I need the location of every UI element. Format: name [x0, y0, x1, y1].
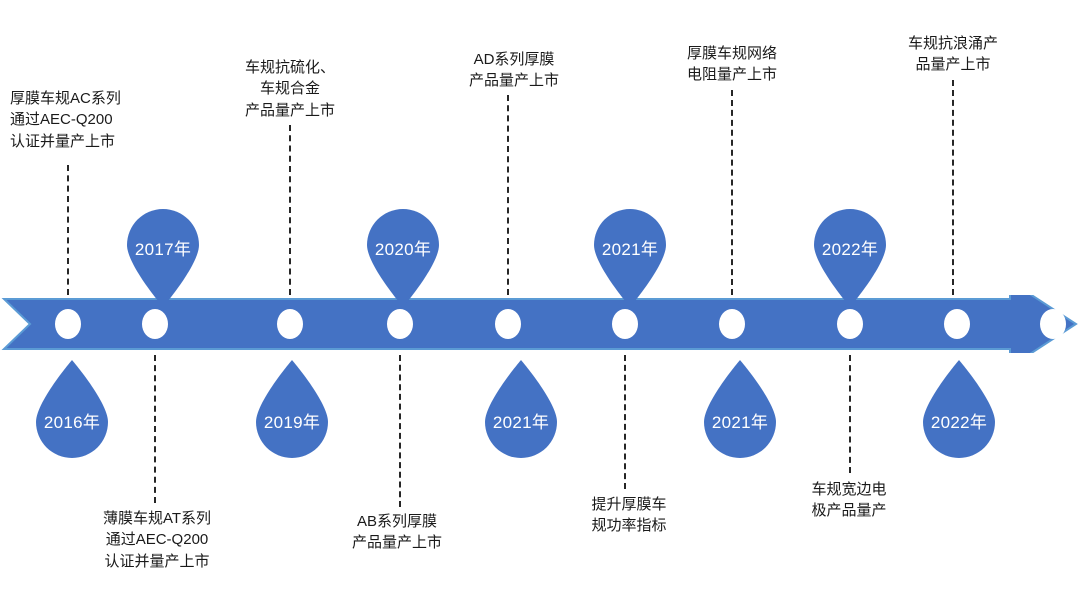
connector-line: [399, 355, 401, 507]
connector-line: [154, 355, 156, 503]
caption-network-resistor: 厚膜车规网络 电阻量产上市: [686, 45, 778, 84]
timeline-node-dot[interactable]: [944, 309, 970, 339]
pin-shape: [256, 360, 328, 458]
pin-year-label: 2016年: [43, 413, 101, 432]
timeline-pin-2022-below[interactable]: 2022年: [917, 358, 1001, 462]
pin-shape: [367, 209, 439, 307]
timeline-node-dot[interactable]: [142, 309, 168, 339]
timeline-pin-2021-below[interactable]: 2021年: [479, 358, 563, 462]
pin-shape: [36, 360, 108, 458]
timeline-node-dot[interactable]: [837, 309, 863, 339]
pin-shape: [127, 209, 199, 307]
pin-year-label: 2017年: [134, 240, 192, 259]
timeline-node-dot[interactable]: [719, 309, 745, 339]
pin-shape: [485, 360, 557, 458]
connector-line: [507, 95, 509, 295]
timeline-node-dot[interactable]: [277, 309, 303, 339]
pin-year-label: 2022年: [930, 413, 988, 432]
pin-year-label: 2022年: [821, 240, 879, 259]
connector-line: [289, 125, 291, 295]
pin-year-label: 2019年: [263, 413, 321, 432]
pin-year-label: 2020年: [374, 240, 432, 259]
pin-year-label: 2021年: [711, 413, 769, 432]
connector-line: [731, 90, 733, 295]
timeline-node-dot[interactable]: [612, 309, 638, 339]
arrow-shape: [1, 295, 1078, 353]
pin-shape: [594, 209, 666, 307]
timeline-arrow-bar: [0, 295, 1080, 353]
timeline-pin-2022-above[interactable]: 2022年: [808, 205, 892, 309]
connector-line: [952, 80, 954, 295]
connector-line: [849, 355, 851, 473]
timeline-node-dot[interactable]: [1040, 309, 1066, 339]
caption-ab-series: AB系列厚膜 产品量产上市: [351, 513, 443, 552]
pin-year-label: 2021年: [492, 413, 550, 432]
timeline-node-dot[interactable]: [387, 309, 413, 339]
timeline-pin-2021-below[interactable]: 2021年: [698, 358, 782, 462]
caption-wide-electrode: 车规宽边电 极产品量产: [811, 481, 887, 520]
timeline-pin-2019-below[interactable]: 2019年: [250, 358, 334, 462]
timeline-node-dot[interactable]: [495, 309, 521, 339]
timeline-pin-2021-above[interactable]: 2021年: [588, 205, 672, 309]
pin-shape: [923, 360, 995, 458]
timeline-pin-2016-below[interactable]: 2016年: [30, 358, 114, 462]
timeline-pin-2017-above[interactable]: 2017年: [121, 205, 205, 309]
pin-shape: [704, 360, 776, 458]
caption-anti-surge: 车规抗浪涌产 品量产上市: [907, 35, 999, 74]
pin-year-label: 2021年: [601, 240, 659, 259]
caption-at-series: 薄膜车规AT系列 通过AEC-Q200 认证并量产上市: [102, 510, 212, 570]
caption-anti-sulfur: 车规抗硫化、 车规合金 产品量产上市: [244, 59, 336, 119]
connector-line: [624, 355, 626, 489]
timeline-node-dot[interactable]: [55, 309, 81, 339]
caption-power-spec: 提升厚膜车 规功率指标: [591, 496, 667, 535]
connector-line: [67, 165, 69, 295]
timeline-pin-2020-above[interactable]: 2020年: [361, 205, 445, 309]
caption-ad-series: AD系列厚膜 产品量产上市: [468, 51, 560, 90]
caption-ac-series: 厚膜车规AC系列 通过AEC-Q200 认证并量产上市: [10, 90, 121, 150]
pin-shape: [814, 209, 886, 307]
